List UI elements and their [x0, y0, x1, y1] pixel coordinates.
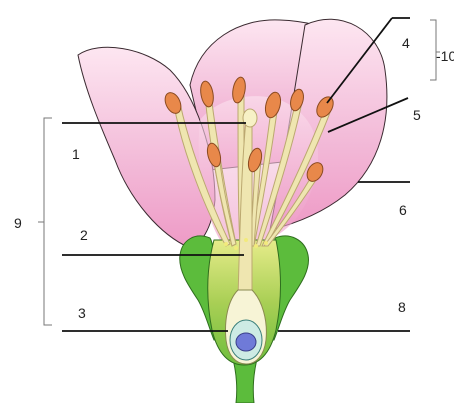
label-10: -10	[436, 48, 454, 64]
label-4: 4	[402, 35, 410, 51]
label-6: 6	[399, 202, 407, 218]
egg-nucleus	[236, 333, 256, 351]
label-8: 8	[398, 299, 406, 315]
label-1: 1	[72, 146, 80, 162]
stigma	[243, 109, 257, 127]
label-5: 5	[413, 107, 421, 123]
label-3: 3	[78, 305, 86, 321]
bracket-9	[38, 118, 52, 325]
label-2: 2	[80, 227, 88, 243]
label-9: 9	[14, 215, 22, 231]
petals	[78, 19, 387, 248]
